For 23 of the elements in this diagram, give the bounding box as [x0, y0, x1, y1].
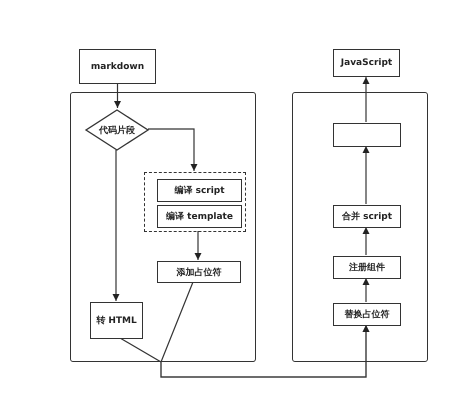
process-box: 添加占位符 [157, 261, 241, 283]
arrow [362, 77, 370, 122]
arrow [148, 128, 198, 171]
process-box: 注册组件 [333, 256, 401, 279]
process-box: markdown [79, 49, 156, 84]
arrow [362, 227, 370, 255]
process-box [333, 123, 401, 147]
arrow [112, 150, 120, 301]
arrow [362, 146, 370, 204]
container-box [70, 92, 256, 362]
decision-diamond: 代码片段 [85, 109, 149, 151]
process-box: 替换占位符 [333, 303, 401, 326]
container-box [292, 92, 428, 362]
process-box: 转 HTML [90, 302, 143, 339]
arrow [160, 282, 370, 378]
process-box: 编译 template [157, 205, 242, 228]
dashed-group-box [144, 172, 246, 232]
arrow [194, 231, 202, 260]
process-box: 合并 script [333, 205, 401, 228]
process-box: 编译 script [157, 179, 242, 202]
process-box: JavaScript [333, 49, 400, 77]
arrow [114, 84, 121, 108]
arrow [362, 278, 370, 302]
